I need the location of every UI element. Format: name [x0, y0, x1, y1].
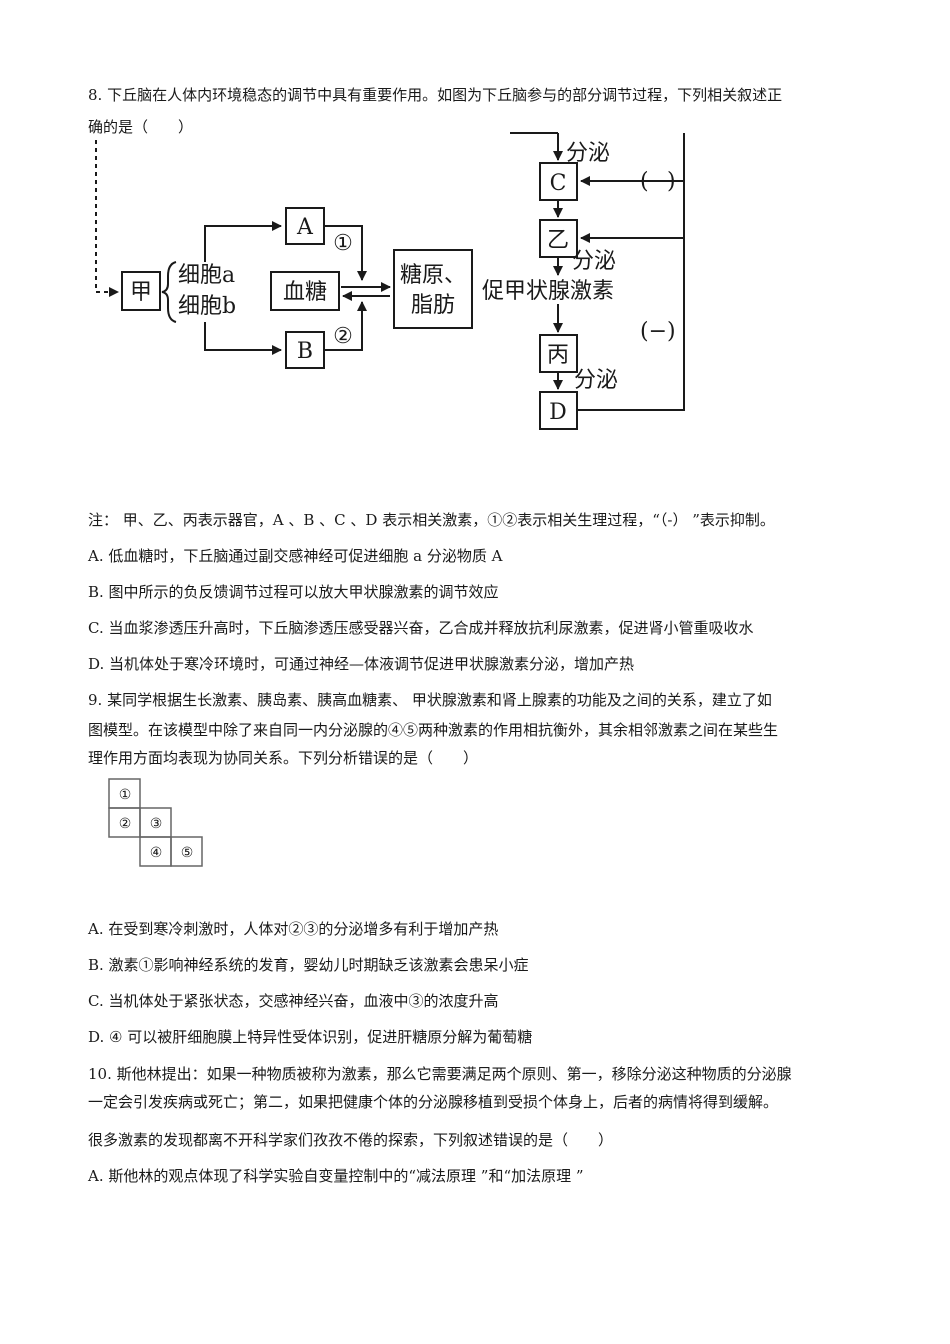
q10-stem-line1: 10. 斯他林提出：如果一种物质被称为激素，那么它需要满足两个原则、第一，移除分…: [88, 1065, 792, 1083]
blood-sugar-box: [270, 271, 340, 311]
grid-cell-4: ④: [150, 845, 163, 861]
q8-note: 注： 甲、乙、丙表示器官，A 、B 、C 、D 表示相关激素，①②表示相关生理过…: [88, 511, 775, 529]
q9-stem-line1: 9. 某同学根据生长激素、胰岛素、胰高血糖素、 甲状腺激素和肾上腺素的功能及之间…: [88, 691, 772, 709]
cell-a-label: 细胞a: [178, 263, 235, 288]
grid-cell-3: ③: [150, 816, 163, 832]
hormone-A-label: A: [296, 215, 314, 240]
dashed-input-line: [95, 140, 119, 297]
hormone-C-label: C: [550, 171, 567, 196]
q8-stem-line1: 8. 下丘脑在人体内环境稳态的调节中具有重要作用。如图为下丘脑参与的部分调节过程…: [88, 86, 783, 104]
grid-cell-1: ①: [119, 787, 132, 803]
tsh-label: 促甲状腺激素: [482, 279, 614, 304]
q10-option-a: A. 斯他林的观点体现了科学实验自变量控制中的“减法原理 ”和“加法原理 ”: [88, 1167, 584, 1185]
hormone-D-label: D: [549, 400, 567, 425]
organ-jia-box: [121, 271, 161, 311]
q10-stem-line3: 很多激素的发现都离不开科学家们孜孜不倦的探索，下列叙述错误的是（ ）: [88, 1131, 614, 1149]
glycogen-label-line1: 糖原、: [400, 263, 466, 288]
q8-regulation-diagram: 甲 细胞a 细胞b A B ① ② 血糖 糖原、 脂肪 分泌 C 乙 分泌 促甲…: [95, 132, 685, 430]
inhibit-label-lower: (−): [640, 319, 676, 344]
q9-option-c: C. 当机体处于紧张状态，交感神经兴奋，血液中③的浓度升高: [88, 992, 499, 1010]
inhibit-label-upper: (−): [640, 169, 676, 194]
glycogen-fat-box: [393, 249, 473, 329]
q9-option-a: A. 在受到寒冷刺激时，人体对②③的分泌增多有利于增加产热: [88, 920, 499, 938]
arrow-A-process1: [324, 225, 367, 281]
grid-cell-2: ②: [119, 816, 132, 832]
secrete-bottom-label: 分泌: [574, 368, 618, 393]
q8-option-a: A. 低血糖时，下丘脑通过副交感神经可促进细胞 a 分泌物质 A: [88, 547, 503, 565]
blood-sugar-label: 血糖: [283, 280, 327, 305]
q8-option-d: D. 当机体处于寒冷环境时，可通过神经—体液调节促进甲状腺激素分泌，增加产热: [88, 655, 635, 673]
cell-b-label: 细胞b: [178, 294, 236, 319]
arrow-cell-a-to-A: [204, 221, 282, 262]
feedback-line-vertical: [577, 133, 685, 411]
cell-brace: [161, 261, 177, 323]
glycogen-label-line2: 脂肪: [411, 293, 455, 318]
secrete-mid-label: 分泌: [572, 249, 616, 274]
organ-bing-label: 丙: [547, 343, 569, 368]
organ-yi-label: 乙: [547, 228, 569, 253]
q8-option-c: C. 当血浆渗透压升高时，下丘脑渗透压感受器兴奋，乙合成并释放抗利尿激素，促进肾…: [88, 619, 754, 637]
q9-option-d: D. ④ 可以被肝细胞膜上特异性受体识别，促进肝糖原分解为葡萄糖: [88, 1028, 533, 1046]
process-2-label: ②: [333, 324, 353, 349]
process-1-label: ①: [333, 231, 353, 256]
q8-option-b: B. 图中所示的负反馈调节过程可以放大甲状腺激素的调节效应: [88, 583, 499, 601]
q9-option-b: B. 激素①影响神经系统的发育，婴幼儿时期缺乏该激素会患呆小症: [88, 956, 529, 974]
arrow-cell-b-to-B: [204, 322, 282, 355]
q9-stem-line2: 图模型。在该模型中除了来自同一内分泌腺的④⑤两种激素的作用相抗衡外，其余相邻激素…: [88, 721, 779, 739]
q9-hormone-grid: ① ② ③ ④ ⑤: [108, 778, 203, 867]
q9-stem-line3: 理作用方面均表现为协同关系。下列分析错误的是（ ）: [88, 749, 479, 767]
secrete-top-label: 分泌: [566, 141, 610, 166]
q8-stem-line2: 确的是（ ）: [88, 118, 194, 136]
grid-cell-5: ⑤: [181, 845, 194, 861]
q10-stem-line2: 一定会引发疾病或死亡；第二，如果把健康个体的分泌腺移植到受损个体身上，后者的病情…: [88, 1093, 779, 1111]
hormone-B-label: B: [297, 339, 313, 364]
organ-jia-label: 甲: [130, 280, 152, 305]
arrow-B-process2: [324, 301, 367, 351]
